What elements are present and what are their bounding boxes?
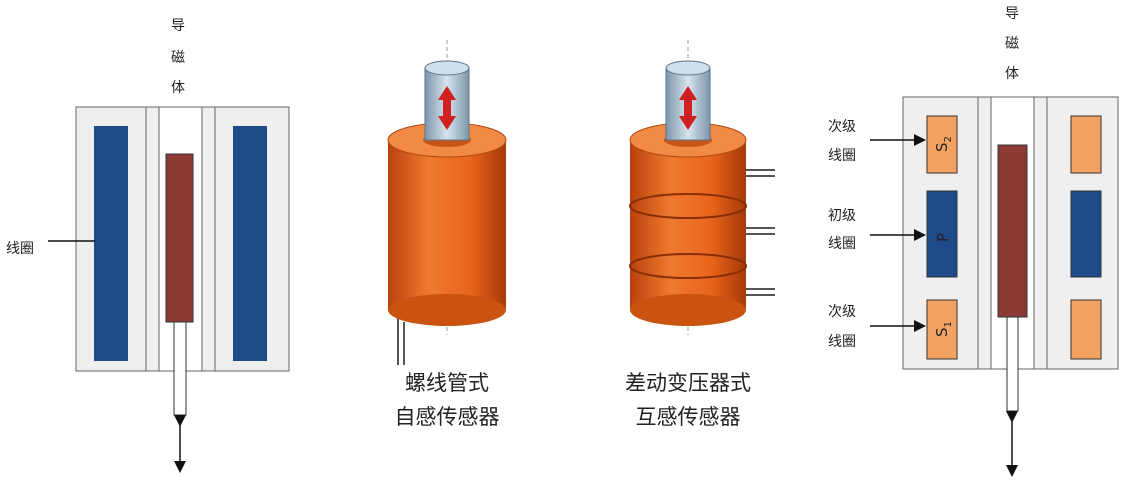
left-housing-inner-wall-right [201, 106, 216, 372]
right-housing-inner-wall-right [1033, 96, 1048, 370]
solenoid-caption-line1: 螺线管式 [405, 371, 489, 395]
primary-coil-p-label: P [934, 233, 952, 242]
secondary-coil-s2 [926, 115, 958, 174]
right-housing-inner-wall-left [977, 96, 992, 370]
left-core-label-3: 体 [171, 80, 185, 96]
solenoid-illustration: 螺线管式 自感传感器 [387, 40, 507, 429]
transformer-motion-arrow [679, 86, 697, 130]
left-core-rod [173, 321, 187, 416]
secondary-coil-s1 [926, 299, 958, 360]
transformer-body [630, 140, 746, 310]
left-housing-inner-wall-left [145, 106, 160, 372]
right-sensor-section: 导 磁 体 S2 P S1 次级 线圈 初级 线圈 次级 线圈 [828, 6, 1119, 477]
left-coil-left [94, 126, 128, 361]
secondary-top-label-line2: 线圈 [828, 148, 856, 164]
left-core-label-2: 磁 [171, 50, 185, 66]
right-core-rod [1006, 316, 1019, 412]
transformer-groove-1 [629, 193, 747, 219]
transformer-caption-line1: 差动变压器式 [625, 371, 751, 395]
left-coil-label: 线圈 [6, 241, 34, 257]
secondary-top-label-line1: 次级 [828, 119, 856, 135]
secondary-bottom-label-line2: 线圈 [828, 334, 856, 350]
left-core-label-1: 导 [171, 18, 185, 34]
solenoid-rod-top [424, 60, 470, 76]
right-core-label-1: 导 [1005, 6, 1019, 22]
secondary-coil-s2-label: S2 [933, 136, 954, 152]
right-core-label-3: 体 [1005, 66, 1019, 82]
left-coil-right [233, 126, 267, 361]
solenoid-bottom [388, 294, 506, 326]
right-core [997, 144, 1028, 318]
right-core-label-2: 磁 [1005, 36, 1019, 52]
secondary-coil-s2-right [1070, 115, 1102, 174]
transformer-rod-top [665, 60, 711, 76]
secondary-coil-s1-right [1070, 299, 1102, 360]
primary-coil-p [926, 190, 958, 278]
transformer-groove-2 [629, 253, 747, 279]
primary-coil-p-right [1070, 190, 1102, 278]
transformer-caption-line2: 互感传感器 [636, 405, 741, 429]
transformer-bottom [630, 294, 746, 326]
solenoid-caption-line2: 自感传感器 [395, 405, 500, 429]
primary-label-line1: 初级 [828, 207, 856, 224]
solenoid-motion-arrow [438, 86, 456, 130]
secondary-bottom-label-line1: 次级 [828, 304, 856, 320]
secondary-coil-s1-label: S1 [933, 321, 954, 337]
primary-label-line2: 线圈 [828, 236, 856, 252]
left-sensor-section: 导 磁 体 线圈 [6, 18, 290, 473]
differential-transformer-illustration: 差动变压器式 互感传感器 [625, 40, 775, 429]
left-core [165, 153, 194, 323]
solenoid-body [388, 140, 506, 310]
